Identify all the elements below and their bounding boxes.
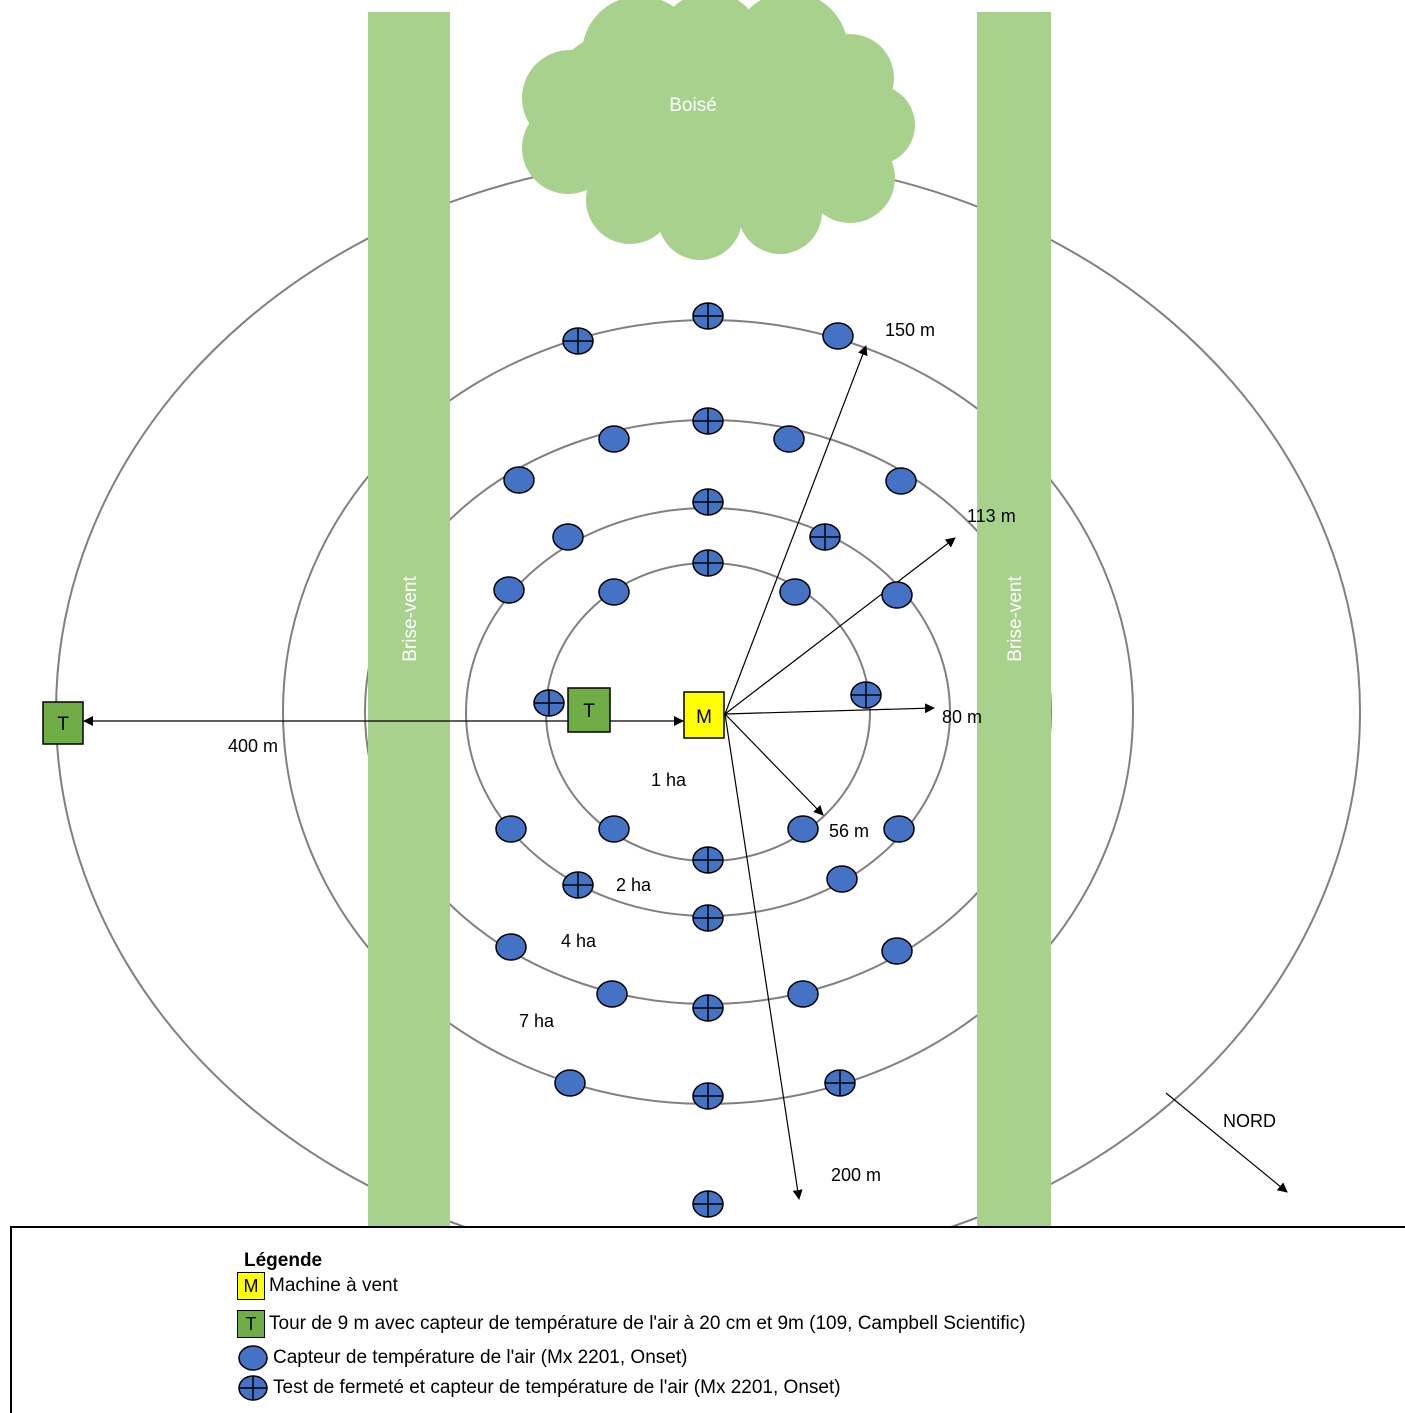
temperature-sensor-marker: [779, 578, 811, 606]
wind-machine-label: M: [696, 707, 712, 728]
label-113m: 113 m: [967, 506, 1016, 526]
firmness-sensor-marker: [692, 407, 724, 435]
temperature-sensor-marker: [495, 933, 527, 961]
temperature-sensor-marker: [881, 937, 913, 965]
label-4ha: 4 ha: [561, 931, 597, 951]
label-150m: 150 m: [885, 320, 935, 340]
legend-panel: Légende M Machine à vent T Tour de 9 m a…: [10, 1226, 1405, 1413]
temperature-sensor-marker: [787, 815, 819, 843]
windbreak-right-label: Brise-vent: [1005, 576, 1026, 662]
label-7ha: 7 ha: [519, 1011, 555, 1031]
tower-near-box: [567, 687, 611, 733]
firmness-sensor-marker: [850, 681, 882, 709]
temperature-sensor-marker: [885, 467, 917, 495]
firmness-sensor-marker: [692, 846, 724, 874]
wind-machine-box: [683, 691, 725, 739]
tower-near-label: T: [583, 701, 595, 722]
temperature-sensor-marker: [787, 980, 819, 1008]
windbreak-left-label: Brise-vent: [400, 576, 421, 662]
label-56m: 56 m: [829, 821, 869, 841]
temperature-sensor-marker: [503, 466, 535, 494]
label-80m: 80 m: [942, 707, 982, 727]
woods-cloud: [522, 0, 915, 260]
temperature-sensor-marker: [773, 425, 805, 453]
tower-far-label: T: [57, 714, 69, 735]
legend-machine-swatch: M: [237, 1272, 265, 1300]
temperature-sensor-marker: [881, 581, 913, 609]
sensor-layer: [493, 302, 917, 1218]
firmness-sensor-marker: [692, 549, 724, 577]
legend-row-sensor: Capteur de température de l'air (Mx 2201…: [237, 1343, 687, 1373]
windbreak-right: [977, 12, 1051, 1226]
firmness-sensor-marker: [692, 302, 724, 330]
arrow-200m: [724, 713, 803, 1200]
label-1ha: 1 ha: [651, 770, 687, 790]
temperature-sensor-marker: [826, 865, 858, 893]
legend-row-machine: M Machine à vent: [237, 1271, 398, 1301]
firmness-sensor-marker: [809, 523, 841, 551]
firmness-sensor-marker: [692, 904, 724, 932]
windbreak-left: [368, 12, 450, 1226]
label-400m: 400 m: [228, 736, 278, 756]
arrow-113m: [724, 537, 956, 715]
firmness-sensor-marker: [692, 1190, 724, 1218]
legend-title: Légende: [244, 1250, 323, 1271]
arrow-56m: [724, 713, 824, 816]
legend-tower-swatch: T: [237, 1310, 265, 1338]
firmness-sensor-marker: [692, 488, 724, 516]
temperature-sensor-marker: [493, 576, 525, 604]
firmness-sensor-marker: [562, 871, 594, 899]
legend-sensor-text: Capteur de température de l'air (Mx 2201…: [273, 1347, 688, 1368]
temperature-sensor-marker: [495, 815, 527, 843]
label-200m: 200 m: [831, 1165, 881, 1185]
woods-label: Boisé: [669, 95, 717, 116]
legend-machine-text: Machine à vent: [269, 1275, 398, 1296]
temperature-sensor-marker: [598, 578, 630, 606]
legend-firmness-text: Test de fermeté et capteur de températur…: [273, 1377, 841, 1398]
temperature-sensor-marker: [554, 1069, 586, 1097]
label-2ha: 2 ha: [616, 875, 652, 895]
firmness-sensor-marker: [692, 994, 724, 1022]
sensor-icon: [238, 1345, 268, 1371]
firmness-sensor-icon: [238, 1375, 268, 1401]
temperature-sensor-marker: [598, 425, 630, 453]
temperature-sensor-marker: [883, 815, 915, 843]
label-north: NORD: [1223, 1111, 1276, 1131]
arrow-80m: [724, 703, 935, 715]
legend-row-tower: T Tour de 9 m avec capteur de températur…: [237, 1309, 1026, 1339]
firmness-sensor-marker: [533, 689, 565, 717]
temperature-sensor-marker: [822, 322, 854, 350]
temperature-sensor-marker: [598, 815, 630, 843]
arrow-150m: [724, 345, 868, 715]
temperature-sensor-marker: [552, 523, 584, 551]
tower-far-box: [42, 701, 84, 745]
firmness-sensor-marker: [824, 1069, 856, 1097]
north-arrow: [1165, 1092, 1288, 1193]
temperature-sensor-marker: [596, 980, 628, 1008]
legend-tower-text: Tour de 9 m avec capteur de température …: [269, 1313, 1026, 1334]
firmness-sensor-marker: [692, 1082, 724, 1110]
legend-row-firmness: Test de fermeté et capteur de températur…: [237, 1373, 841, 1403]
firmness-sensor-marker: [562, 327, 594, 355]
